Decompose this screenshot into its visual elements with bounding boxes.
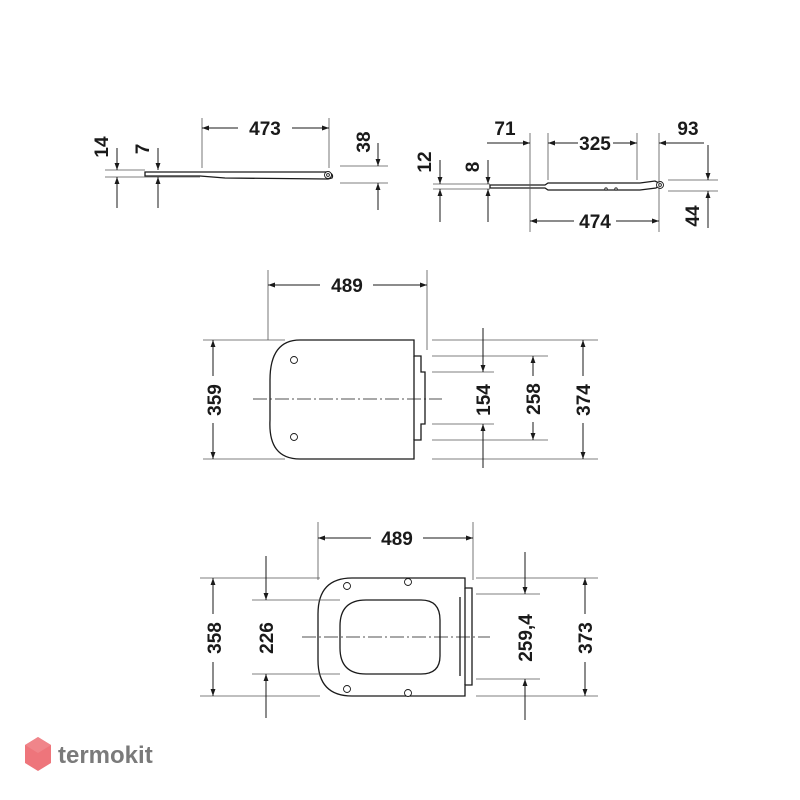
dim-44: 44 [683,205,704,227]
dim-154: 154 [474,384,495,416]
dim-226: 226 [257,622,278,654]
dim-374: 374 [574,384,595,416]
dim-489-seat: 489 [381,529,413,550]
top-view-seat: 489 358 226 259,4 373 [200,522,598,720]
dim-358: 358 [205,622,226,654]
brand-name: termokit [58,742,153,769]
side-view-left: 473 14 7 38 [92,118,388,210]
dim-373: 373 [576,622,597,654]
dim-489-lid: 489 [331,276,363,297]
dim-473: 473 [249,119,281,140]
dim-14: 14 [92,136,113,158]
dim-258: 258 [524,383,545,415]
dim-8: 8 [463,162,484,173]
dim-93: 93 [677,119,698,140]
dim-359: 359 [205,384,226,416]
dim-474: 474 [579,212,611,233]
dim-38: 38 [354,131,375,152]
dim-325: 325 [579,134,611,155]
dim-71: 71 [494,119,516,140]
dim-7: 7 [133,144,154,155]
side-view-right: 71 325 93 474 12 8 44 [415,119,718,233]
dim-12: 12 [415,151,436,172]
dim-259-4: 259,4 [516,614,537,662]
brand-logo: termokit [25,737,153,771]
top-view-lid: 489 359 154 258 374 [203,270,598,468]
